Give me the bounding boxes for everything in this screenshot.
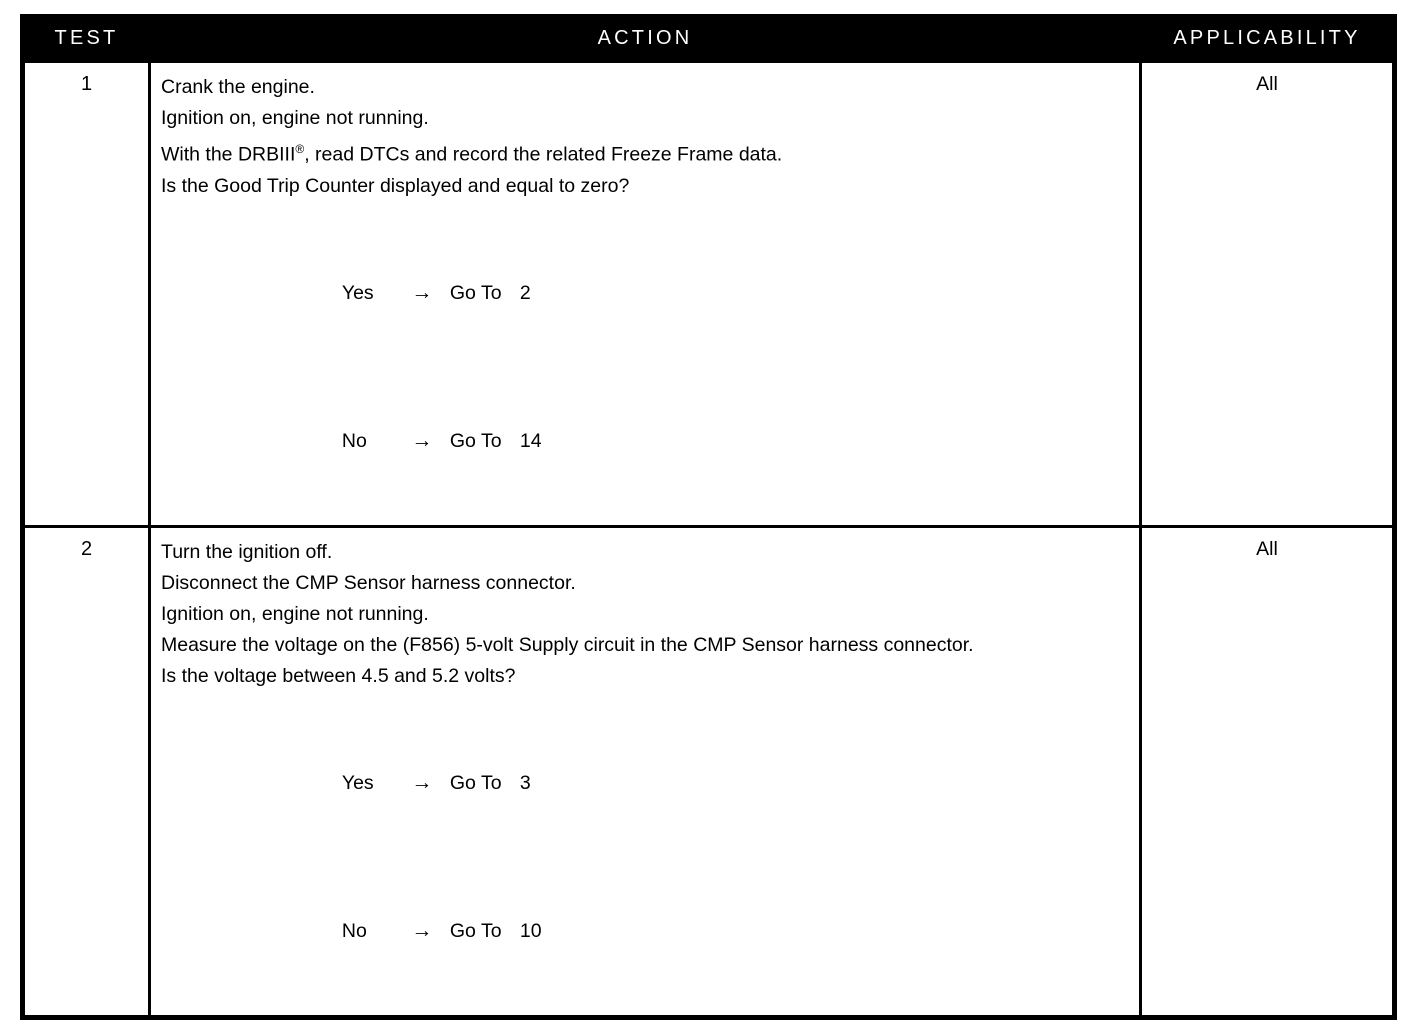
branch-target: 3 — [519, 771, 531, 794]
applicability-value: All — [1139, 60, 1396, 528]
branch-list: Yes → Go To 3 No → Go To 10 — [161, 709, 1131, 1005]
action-question: Is the Good Trip Counter displayed and e… — [161, 174, 630, 197]
branch-answer: Yes — [341, 281, 374, 304]
arrow-right-icon: → — [411, 918, 433, 942]
branch-target: 2 — [519, 281, 531, 304]
branch-no: No → Go To 14 — [161, 367, 1131, 515]
table-row: 2 Turn the ignition off. Disconnect the … — [21, 524, 1396, 1019]
action-statement: Crank the engine. — [161, 76, 315, 98]
action-statement: Disconnect the CMP Sensor harness connec… — [161, 571, 576, 594]
branch-target: 10 — [519, 919, 542, 942]
branch-answer: Yes — [341, 771, 374, 794]
action-statement: With the DRBIII®, read DTCs and record t… — [161, 134, 1131, 171]
branch-action: Go To — [449, 771, 502, 794]
test-number: 2 — [21, 524, 151, 1019]
action-cell: Crank the engine. Ignition on, engine no… — [148, 60, 1142, 528]
table-header-row: TEST ACTION APPLICABILITY — [21, 15, 1396, 63]
column-header-action: ACTION — [148, 15, 1142, 63]
table-row: 1 Crank the engine. Ignition on, engine … — [21, 60, 1396, 528]
diagnostic-test-table: TEST ACTION APPLICABILITY 1 Crank the en… — [20, 14, 1397, 1020]
arrow-right-icon: → — [411, 280, 433, 304]
branch-list: Yes → Go To 2 No → Go To 14 — [161, 219, 1131, 515]
arrow-right-icon: → — [411, 770, 433, 794]
branch-yes: Yes → Go To 3 — [161, 709, 1131, 857]
branch-answer: No — [341, 919, 367, 942]
branch-answer: No — [341, 429, 367, 452]
branch-action: Go To — [449, 429, 502, 452]
test-number: 1 — [21, 60, 151, 528]
action-cell: Turn the ignition off. Disconnect the CM… — [148, 524, 1142, 1019]
action-statement: Turn the ignition off. — [161, 540, 333, 563]
column-header-test: TEST — [21, 15, 151, 63]
column-header-applicability: APPLICABILITY — [1139, 15, 1396, 63]
action-question: Is the voltage between 4.5 and 5.2 volts… — [161, 664, 516, 687]
diagnostic-procedure-sheet: TEST ACTION APPLICABILITY 1 Crank the en… — [20, 14, 1397, 1020]
action-statement: Measure the voltage on the (F856) 5-volt… — [161, 633, 974, 656]
branch-no: No → Go To 10 — [161, 857, 1131, 1005]
branch-action: Go To — [449, 281, 502, 304]
arrow-right-icon: → — [411, 428, 433, 452]
branch-target: 14 — [519, 429, 542, 452]
action-statement: Ignition on, engine not running. — [161, 602, 429, 625]
branch-yes: Yes → Go To 2 — [161, 219, 1131, 367]
statement-text: With the DRBIII — [161, 143, 296, 166]
action-statement: Ignition on, engine not running. — [161, 107, 429, 129]
applicability-value: All — [1139, 524, 1396, 1019]
statement-text: , read DTCs and record the related Freez… — [304, 143, 783, 166]
registered-trademark-mark: ® — [295, 142, 305, 156]
branch-action: Go To — [449, 919, 502, 942]
